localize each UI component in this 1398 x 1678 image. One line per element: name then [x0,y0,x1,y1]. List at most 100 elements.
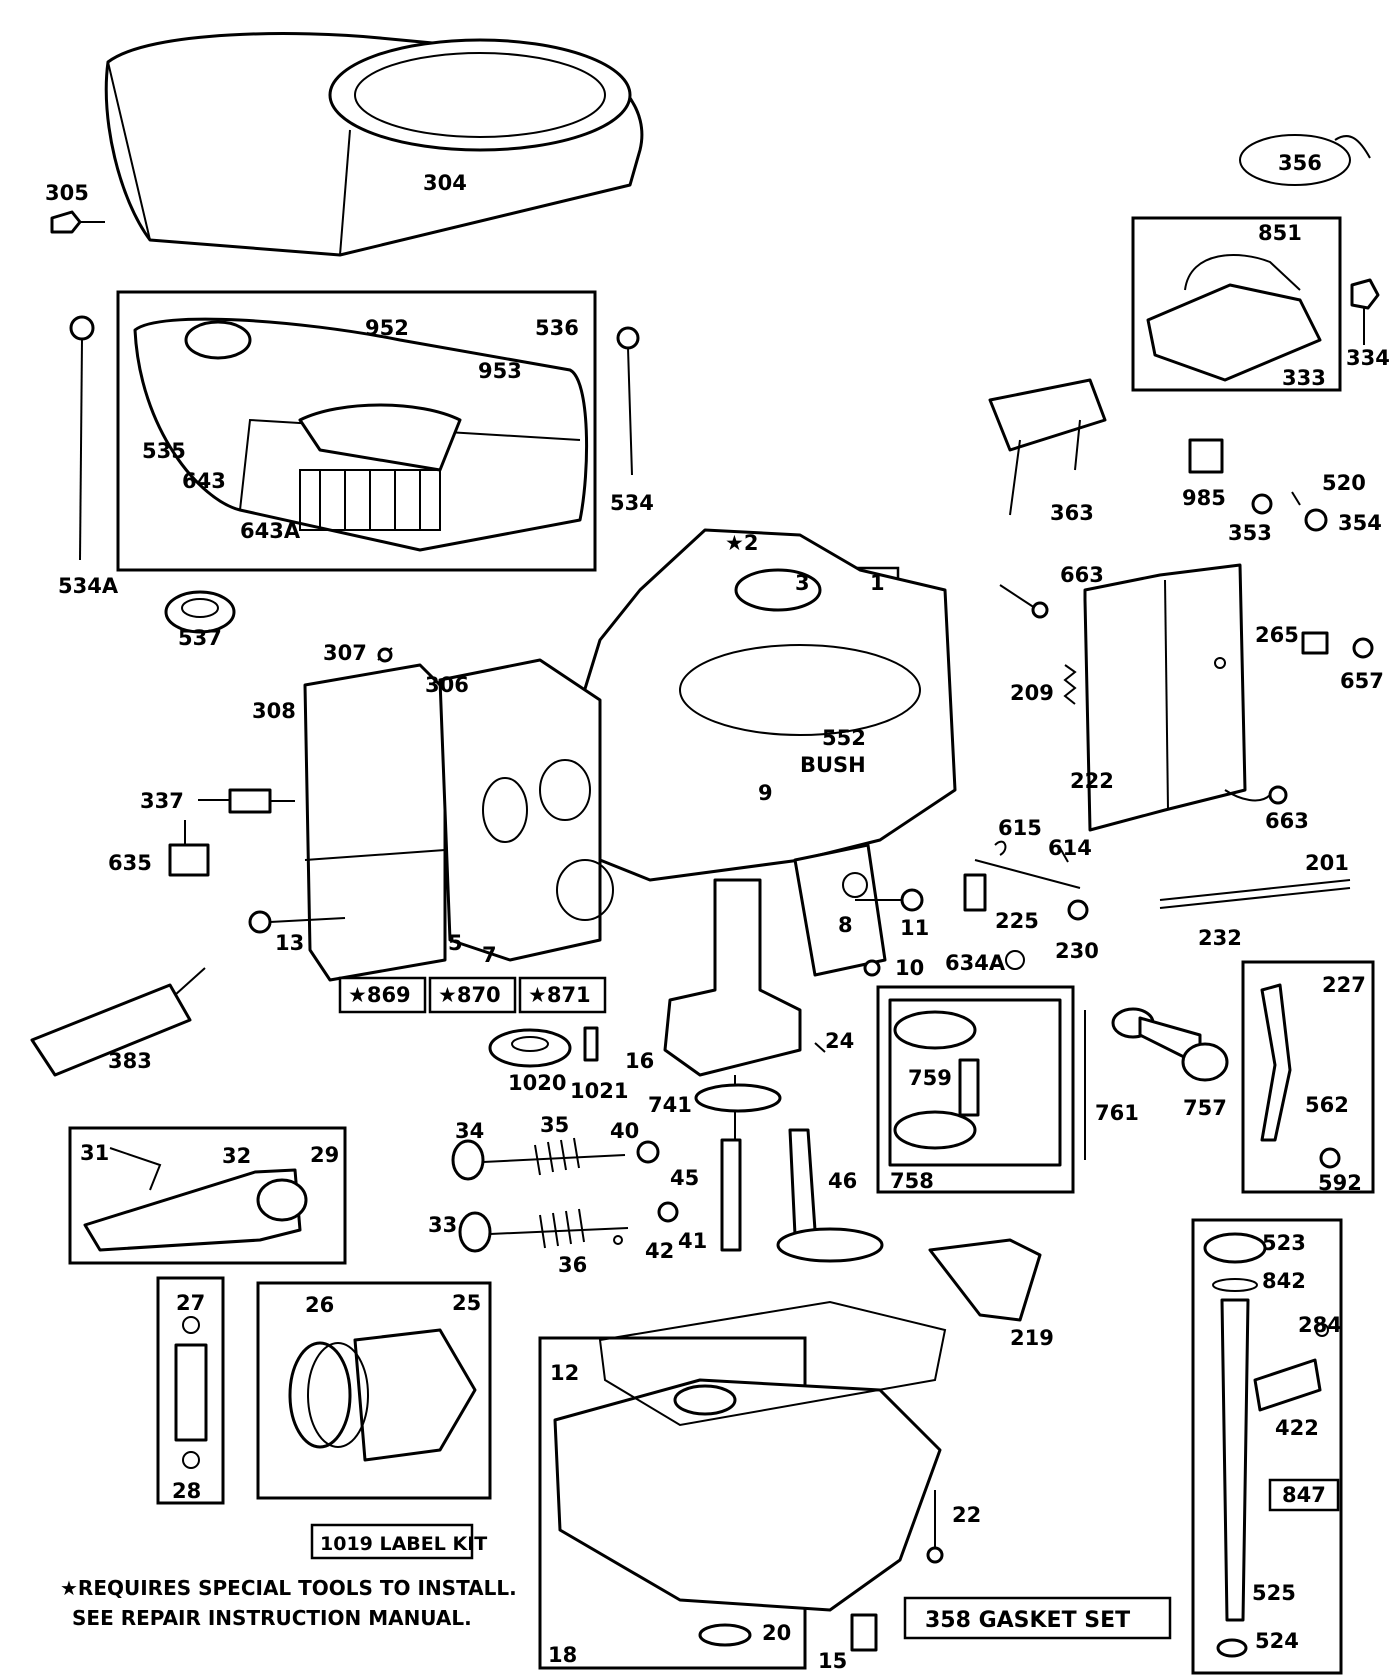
valve-34 [451,1139,626,1181]
part-label-12: 12 [550,1361,579,1385]
part-label-3: 3 [795,571,810,595]
washer-230 [1067,899,1089,921]
part-label-8: 8 [838,913,853,937]
part-label-219: 219 [1010,1326,1054,1350]
part-985 [1188,438,1224,474]
part-label-31: 31 [80,1141,109,1165]
part-label-562: 562 [1305,1093,1349,1117]
part-label-2: ★2 [725,531,758,555]
filter-952-953 [298,403,462,472]
seal-1020 [488,1028,572,1068]
part-label-36: 36 [558,1253,587,1277]
spring-615 [994,840,1007,856]
part-label-29: 29 [310,1143,339,1167]
gasket-set-text: 358 GASKET SET [925,1608,1130,1633]
washer-353 [1251,493,1273,515]
plug-337 [198,788,295,814]
box-847 [1191,1218,1343,1675]
tube-8-11 [855,888,924,912]
rocker-arm-29 [83,1147,308,1252]
part-label-5: 5 [448,931,463,955]
screw-10 [863,959,881,977]
bolt-265-657 [1301,631,1374,659]
dipstick-cap-523 [1203,1232,1267,1264]
part-label-663-bottom: 663 [1265,809,1309,833]
box-25 [256,1281,492,1500]
part-label-759: 759 [908,1066,952,1090]
box-227 [1241,960,1375,1194]
part-label-953: 953 [478,359,522,383]
part-label-952: 952 [365,316,409,340]
part-label-222: 222 [1070,769,1114,793]
bracket-363 [988,378,1107,516]
part-label-284: 284 [1298,1313,1342,1337]
part-label-40: 40 [610,1119,639,1143]
part-label-334: 334 [1346,346,1390,370]
part-label-525: 525 [1252,1581,1296,1605]
part-label-354: 354 [1338,511,1382,535]
part-label-985: 985 [1182,486,1226,510]
part-label-534a: 534A [58,574,119,598]
rod-534 [616,326,640,476]
label-kit-box [310,1523,474,1560]
part-label-46: 46 [828,1169,857,1193]
part-label-201: 201 [1305,851,1349,875]
fitting-635 [168,820,210,877]
arm-757 [1111,1007,1229,1082]
634a-clip [1005,950,1025,970]
part-label-306: 306 [425,673,469,697]
pin-24 [814,1042,826,1053]
tube-525 [1220,1298,1250,1622]
part-label-871: ★871 [528,983,591,1007]
part-label-32: 32 [222,1144,251,1168]
crankcase-1 [558,528,957,882]
part-label-634a: 634A [945,951,1006,975]
part-label-847: 847 [1282,1483,1326,1507]
link-614 [1059,847,1069,863]
part-label-13: 13 [275,931,304,955]
part-label-307: 307 [323,641,367,665]
part-label-657: 657 [1340,669,1384,693]
footnote-line-1: ★REQUIRES SPECIAL TOOLS TO INSTALL. [60,1576,517,1600]
part-label-1: 1 [870,571,885,595]
part-label-741: 741 [648,1093,692,1117]
sump-18 [553,1378,942,1612]
part-label-851: 851 [1258,221,1302,245]
part-label-10: 10 [895,956,924,980]
valve-33 [458,1211,629,1253]
part-label-614: 614 [1048,836,1092,860]
armature-851 [1146,254,1322,382]
link-225 [963,859,1081,912]
part-label-333: 333 [1282,366,1326,390]
label-kit-text: 1019 LABEL KIT [320,1533,487,1555]
part-label-535: 535 [142,439,186,463]
part-label-523: 523 [1262,1231,1306,1255]
nut-354 [1304,508,1328,532]
control-plate-222 [1083,563,1247,832]
part-label-45: 45 [670,1166,699,1190]
part-label-356: 356 [1278,151,1322,175]
part-label-304: 304 [423,171,467,195]
part-label-1021: 1021 [570,1079,628,1103]
part-label-27: 27 [176,1291,205,1315]
part-label-265: 265 [1255,623,1299,647]
crankshaft-16 [663,878,802,1180]
box-333 [1131,216,1342,392]
part-label-16: 16 [625,1049,654,1073]
bracket-219 [928,1238,1042,1322]
part-label-41: 41 [678,1229,707,1253]
part-label-869: ★869 [348,983,411,1007]
rod-232 [1159,887,1351,909]
part-label-42: 42 [645,1239,674,1263]
part-label-537: 537 [178,626,222,650]
camshaft-46 [776,1128,884,1263]
part-label-24: 24 [825,1029,854,1053]
box-536 [116,290,597,572]
o-ring-842 [1212,1278,1258,1292]
part-label-22: 22 [952,1503,981,1527]
box-29 [68,1126,347,1265]
cylinder-head-308 [303,663,447,982]
part-label-552: 552 [822,726,866,750]
retainer-40 [636,1140,660,1164]
part-label-11: 11 [900,916,929,940]
